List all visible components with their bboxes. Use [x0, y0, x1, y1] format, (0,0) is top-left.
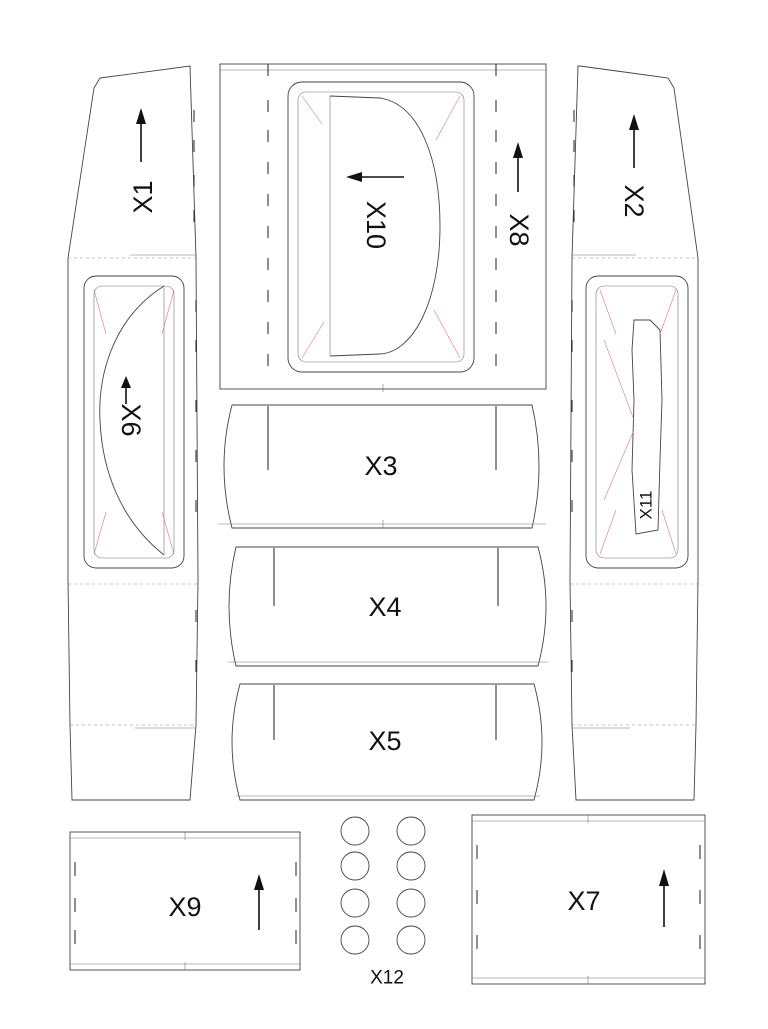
- part-x6: X6: [83, 275, 185, 569]
- part-x9: X9: [69, 831, 301, 971]
- part-label-x2: X2: [619, 184, 649, 217]
- part-label-x8: X8: [504, 213, 534, 246]
- part-label-x9: X9: [168, 892, 201, 922]
- part-label-x4: X4: [368, 592, 401, 622]
- part-x11: X11: [585, 275, 689, 569]
- part-x12: X12: [340, 816, 426, 989]
- part-label-x3: X3: [364, 451, 397, 481]
- part-x10: X10: [287, 81, 475, 373]
- part-label-x10: X10: [361, 201, 391, 249]
- part-label-x5: X5: [368, 726, 401, 756]
- part-label-x12: X12: [370, 968, 404, 989]
- part-label-x1: X1: [128, 180, 158, 213]
- part-x7: X7: [471, 814, 706, 985]
- part-x8: X8: [219, 63, 547, 392]
- part-x4: X4: [228, 546, 548, 667]
- part-x3: X3: [218, 404, 546, 529]
- part-x5: X5: [231, 683, 543, 801]
- part-label-x6: X6: [116, 403, 146, 436]
- part-x2: X2: [569, 65, 699, 801]
- part-label-x11: X11: [637, 491, 656, 520]
- part-x1: X1: [67, 65, 199, 801]
- part-label-x7: X7: [567, 886, 600, 916]
